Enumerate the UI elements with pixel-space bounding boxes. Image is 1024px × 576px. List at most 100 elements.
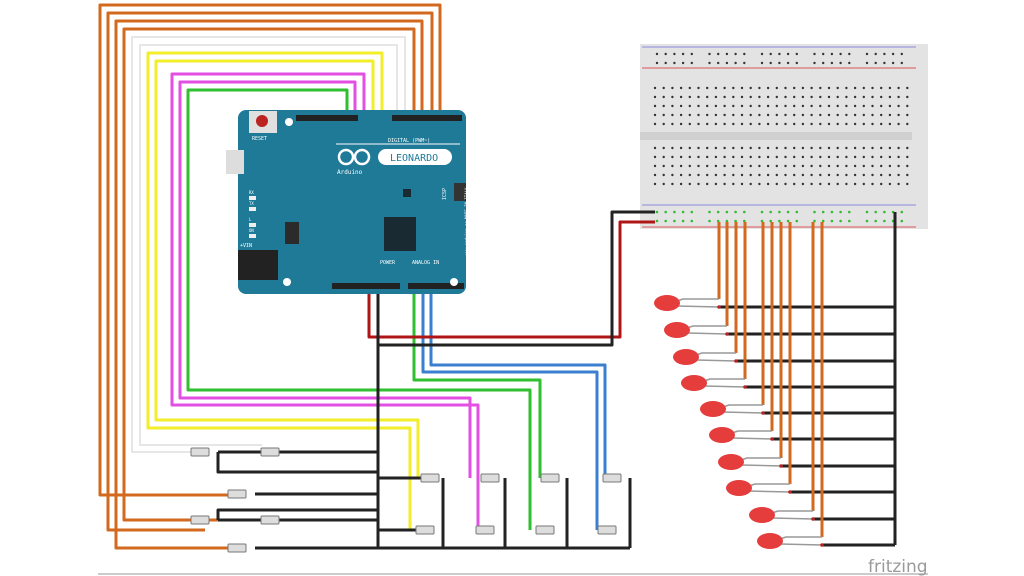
breadboard-hole [819,173,822,177]
breadboard-hole [784,182,787,186]
breadboard-hole [845,173,848,177]
breadboard-hole [662,182,665,186]
breadboard-hole [906,86,909,90]
rail-hole [690,210,694,214]
breadboard-hole [671,164,674,168]
breadboard-hole [714,95,718,99]
green-wire [412,286,542,478]
breadboard-hole [862,182,865,186]
rail-hole [813,219,816,223]
brand-label: Arduino [337,169,363,176]
breadboard-hole [888,146,892,150]
breadboard-hole [653,173,657,177]
pushbutton [227,543,247,553]
breadboard-hole [853,95,857,99]
rail-hole [821,210,825,214]
breadboard-hole [723,86,726,90]
rail-hole [716,219,720,223]
breadboard-hole [801,164,805,168]
breadboard-hole [888,164,892,168]
rail-hole [830,61,834,65]
breadboard-hole [688,173,691,177]
breadboard-hole [671,155,674,159]
magenta-wire [178,80,472,478]
rail-hole [708,61,711,65]
rail-hole [734,52,737,56]
pushbutton [415,525,435,535]
breadboard-hole [662,86,665,90]
breadboard-hole [871,146,874,150]
breadboard-hole [732,182,735,186]
pushbutton [260,447,280,457]
breadboard-hole [862,113,865,117]
breadboard-hole [662,122,665,126]
breadboard-hole [819,122,822,126]
pushbutton [260,515,280,525]
breadboard-hole [758,113,761,117]
rail-hole [743,210,746,214]
breadboard-hole [653,182,657,186]
breadboard-hole [653,122,657,126]
l-led [249,223,256,227]
breadboard-hole [862,95,865,99]
breadboard-hole [871,95,874,99]
rail-hole [865,219,869,223]
breadboard-hole [819,104,822,108]
breadboard-hole [827,155,831,159]
rail-hole [830,219,834,223]
breadboard-hole [740,164,744,168]
breadboard-hole [880,86,883,90]
reset-button-cap [256,115,268,127]
breadboard-hole [758,104,761,108]
breadboard-hole [880,104,883,108]
rail-hole [786,210,790,214]
breadboard-hole [888,95,892,99]
breadboard-hole [758,95,761,99]
reset-label: RESET [252,136,267,142]
mount-hole [450,278,458,286]
breadboard-hole [897,155,900,159]
rail-hole [760,52,764,56]
rail-hole [891,52,895,56]
breadboard-hole [793,104,796,108]
breadboard-hole [906,182,909,186]
breadboard-hole [880,122,883,126]
breadboard-hole [679,173,683,177]
connection-point [734,359,738,363]
breadboard-hole [784,164,787,168]
led [664,322,690,338]
breadboard-hole [758,146,761,150]
rail-hole [778,52,781,56]
breadboard-hole [671,182,674,186]
breadboard-hole [732,164,735,168]
breadboard-hole [845,155,848,159]
breadboard-hole [775,95,778,99]
breadboard-hole [836,113,839,117]
breadboard-hole [827,113,831,117]
rail-hole [734,61,737,65]
breadboard-hole [801,173,805,177]
breadboard-hole [853,146,857,150]
rail-hole [865,210,869,214]
breadboard-hole [888,182,892,186]
breadboard-hole [723,182,726,186]
tx-led [249,207,256,211]
rail-hole [795,219,799,223]
breadboard-hole [758,122,761,126]
rail-hole [883,210,886,214]
rail-hole [708,210,711,214]
breadboard-hole [871,182,874,186]
led-anode-lead [722,404,763,408]
voltage-regulator [285,222,299,244]
rail-hole [673,52,676,56]
pushbutton [540,473,560,483]
breadboard-hole [714,104,718,108]
breadboard-hole [880,173,883,177]
breadboard-hole [688,122,691,126]
breadboard-hole [801,104,805,108]
model-label: LEONARDO [390,153,438,164]
breadboard-hole [706,173,709,177]
led [709,427,735,443]
breadboard-hole [653,155,657,159]
breadboard-hole [749,95,752,99]
